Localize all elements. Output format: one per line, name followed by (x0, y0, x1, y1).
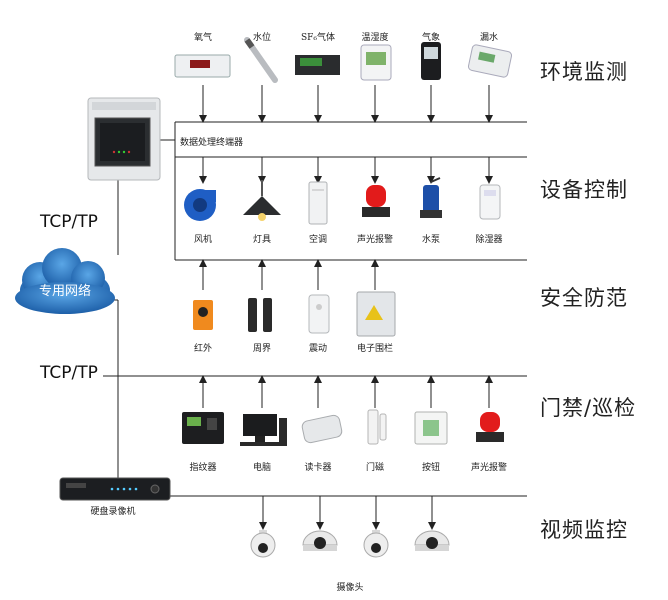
processor-cabinet-icon (87, 97, 161, 181)
access-label-button: 按钮 (421, 463, 441, 473)
equip-label-dehumidifier: 除湿器 (475, 235, 503, 245)
equip-label-fan: 风机 (193, 235, 213, 245)
weather-sensor-icon (421, 42, 441, 80)
equip-label-alarm: 声光报警 (356, 235, 394, 245)
section-title-video: 视频监控 (540, 518, 628, 542)
equip-label-pump: 水泵 (421, 235, 441, 245)
electric-fence-icon (356, 291, 396, 337)
env-label-weather: 气象 (421, 33, 441, 43)
security-label-vibration: 震动 (308, 344, 328, 354)
camera-icon-4 (414, 530, 450, 551)
exit-button-icon (414, 411, 448, 445)
equip-label-ac: 空调 (308, 235, 328, 245)
tcp-label-bottom: TCP/TP (40, 363, 98, 383)
oxygen-sensor-icon (174, 54, 231, 78)
alarm-light-icon-2 (476, 412, 504, 442)
access-label-door-magnet: 门磁 (365, 463, 385, 473)
dvr-icon (59, 477, 171, 501)
access-label-computer: 电脑 (252, 463, 272, 473)
water-pump-icon (420, 177, 442, 218)
camera-icon-1 (250, 530, 276, 558)
perimeter-beam-icon (248, 298, 272, 332)
computer-icon (240, 414, 287, 446)
env-label-water-level: 水位 (252, 33, 272, 43)
tcp-label-top: TCP/TP (40, 212, 98, 232)
access-label-alarm: 声光报警 (470, 463, 508, 473)
cloud-label: 专用网络 (38, 284, 91, 299)
security-label-infrared: 红外 (193, 344, 213, 354)
section-title-env: 环境监测 (540, 60, 628, 84)
temp-humidity-sensor-icon (360, 44, 392, 81)
door-magnet-icon (367, 409, 387, 445)
alarm-light-icon (362, 185, 390, 217)
fingerprint-reader-icon (182, 412, 224, 444)
env-label-oxygen: 氧气 (193, 33, 213, 43)
section-title-access: 门禁/巡检 (540, 396, 637, 420)
dvr-label: 硬盘录像机 (90, 507, 136, 517)
equip-label-lamp: 灯具 (252, 235, 272, 245)
camera-label: 摄像头 (336, 583, 364, 593)
camera-icon-3 (363, 530, 389, 558)
section-title-equip: 设备控制 (540, 178, 628, 202)
network-cloud-icon (15, 248, 115, 314)
water-level-sensor-icon (244, 37, 278, 83)
camera-icon-2 (302, 530, 338, 551)
sf6-gas-sensor-icon (295, 55, 340, 75)
section-title-security: 安全防范 (540, 286, 628, 310)
dehumidifier-icon (479, 184, 501, 220)
security-label-perimeter: 周界 (252, 344, 272, 354)
env-label-temp-humidity: 温湿度 (361, 33, 389, 43)
access-label-card-reader: 读卡器 (304, 463, 332, 473)
water-leak-sensor-icon (467, 44, 513, 78)
vibration-sensor-icon (308, 294, 330, 334)
processor-label: 数据处理终端器 (180, 138, 244, 148)
air-conditioner-icon (308, 181, 328, 225)
env-label-leak: 漏水 (479, 33, 499, 43)
infrared-sensor-icon (193, 300, 213, 330)
lamp-icon (243, 180, 281, 221)
security-label-fence: 电子围栏 (356, 344, 394, 354)
fan-icon (184, 189, 216, 221)
access-label-fingerprint: 指纹器 (189, 463, 217, 473)
card-reader-icon (301, 414, 343, 444)
env-label-sf6: SF₆气体 (300, 33, 336, 43)
